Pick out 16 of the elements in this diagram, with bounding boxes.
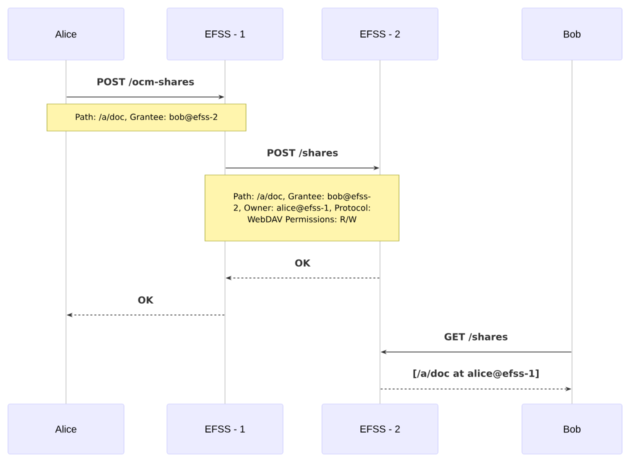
message-label: [/a/doc at alice@efss-1]: [413, 370, 539, 378]
participant-box: EFSS - 1: [166, 404, 284, 454]
participant-box: Alice: [8, 404, 124, 454]
message-label: OK: [138, 296, 154, 304]
participant-box: EFSS - 2: [322, 8, 438, 60]
note-box: Path: /a/doc, Grantee: bob@efss-2: [46, 104, 246, 132]
participant-box: Alice: [8, 8, 124, 60]
participant-box: Bob: [522, 8, 622, 60]
message-label: OK: [295, 259, 311, 267]
participant-box: Bob: [522, 404, 622, 454]
message-label: GET /shares: [444, 332, 508, 342]
message-label: POST /shares: [268, 148, 338, 158]
message-label: POST /ocm-shares: [98, 78, 194, 86]
participant-box: EFSS - 2: [322, 404, 438, 454]
note-box: Path: /a/doc, Grantee: bob@efss-2, Owner: alice@efss-1, Protocol: WebDAV Permissions: R/W: [204, 174, 400, 242]
participant-box: EFSS - 1: [166, 8, 284, 60]
